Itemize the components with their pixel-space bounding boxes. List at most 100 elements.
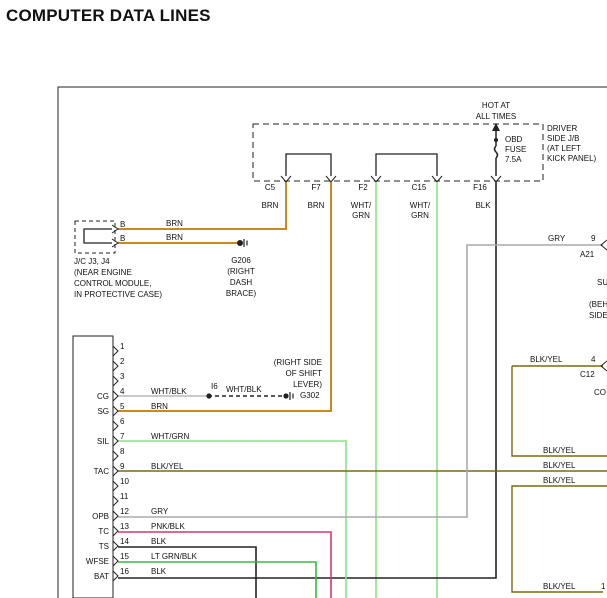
jb-pin-f16: F16 bbox=[473, 183, 487, 192]
dlc-wire-label: BLK/YEL bbox=[151, 462, 184, 471]
jb-pin-c5: C5 bbox=[265, 183, 276, 192]
right-blkyel-2: BLK/YEL bbox=[543, 461, 576, 470]
jc-connector bbox=[74, 220, 116, 254]
jc-pin-b1: B bbox=[120, 220, 125, 229]
dlc-pin-bracket bbox=[112, 450, 119, 462]
dlc-wire-labels: WHT/BLKBRNWHT/GRNBLK/YELGRYPNK/BLKBLKLT … bbox=[151, 387, 198, 576]
jc-label-2: (NEAR ENGINE bbox=[74, 268, 132, 277]
dlc-pin-number: 6 bbox=[120, 417, 125, 426]
right-pin4: 4 bbox=[591, 355, 596, 364]
g302-label-2: OF SHIFT bbox=[286, 369, 323, 378]
dlc-pin-name: OPB bbox=[92, 512, 109, 521]
wire-blk-f16 bbox=[118, 182, 497, 579]
jc-jumper bbox=[83, 228, 112, 244]
jb-label-4: KICK PANEL) bbox=[547, 154, 597, 163]
jc-pin-b2: B bbox=[120, 234, 125, 243]
dlc-pin-bracket bbox=[112, 555, 119, 567]
dlc-pin-number: 5 bbox=[120, 402, 125, 411]
dlc-pin-number: 16 bbox=[120, 567, 129, 576]
g206-label-1: G206 bbox=[231, 256, 251, 265]
g206-label-2: (RIGHT bbox=[227, 267, 255, 276]
dlc-pin-name: TS bbox=[99, 542, 109, 551]
dlc-pin-number: 11 bbox=[120, 492, 129, 501]
dlc-pin-name: TAC bbox=[94, 467, 110, 476]
right-beh-2: SIDE bbox=[589, 311, 607, 320]
dlc-pin-bracket bbox=[112, 405, 119, 417]
jb-pin-c15: C15 bbox=[412, 183, 427, 192]
jc-label-1: J/C J3, J4 bbox=[74, 257, 110, 266]
dlc-pin-bracket bbox=[112, 390, 119, 402]
dlc-wire-label: WHT/GRN bbox=[151, 432, 189, 441]
jc-arrows bbox=[111, 224, 119, 248]
dlc-pin-bracket bbox=[112, 540, 119, 552]
jb-wire-c15-a: WHT/ bbox=[410, 201, 431, 210]
wire-lt-grn-blk-wfse bbox=[118, 561, 317, 598]
dlc-pin-bracket bbox=[112, 465, 119, 477]
dlc-pin-name: SG bbox=[97, 407, 109, 416]
splice-i6-label: I6 bbox=[211, 382, 218, 391]
dlc-wire-label: BLK bbox=[151, 567, 167, 576]
dlc-pin-number: 12 bbox=[120, 507, 129, 516]
dlc-pin-number: 4 bbox=[120, 387, 125, 396]
right-co: CO bbox=[594, 388, 606, 397]
jc-wire-1: BRN bbox=[166, 219, 183, 228]
page-title: COMPUTER DATA LINES bbox=[6, 6, 211, 25]
ground-g302-icon bbox=[283, 392, 294, 400]
right-c12: C12 bbox=[580, 370, 595, 379]
g302-wire: WHT/BLK bbox=[226, 385, 262, 394]
dlc-pin-name: WFSE bbox=[86, 557, 109, 566]
jb-wire-f2-b: GRN bbox=[352, 211, 370, 220]
dlc-wire-label: GRY bbox=[151, 507, 169, 516]
jb-wire-f16: BLK bbox=[475, 201, 491, 210]
g206-label-3: DASH bbox=[230, 278, 252, 287]
dlc-pin-bracket bbox=[112, 570, 119, 582]
wire-wht-grn-sil bbox=[118, 440, 347, 598]
dlc-pin-number: 8 bbox=[120, 447, 125, 456]
wire-brn-f7 bbox=[118, 182, 332, 412]
wire-brn-c5 bbox=[118, 182, 287, 230]
right-conn-4 bbox=[600, 360, 607, 372]
diagram-frame bbox=[57, 86, 607, 598]
g206-label-4: BRACE) bbox=[226, 289, 257, 298]
hot-label-2: ALL TIMES bbox=[476, 112, 516, 121]
dlc-pin-bracket bbox=[112, 525, 119, 537]
dlc-pin-brackets bbox=[112, 345, 119, 582]
dlc-pin-number: 15 bbox=[120, 552, 129, 561]
dlc-pin-bracket bbox=[112, 360, 119, 372]
g302-label-1: (RIGHT SIDE bbox=[274, 358, 322, 367]
jb-wire-c15-b: GRN bbox=[411, 211, 429, 220]
hot-arrow bbox=[492, 123, 500, 131]
jb-label-1: DRIVER bbox=[547, 124, 577, 133]
right-pin1: 1 bbox=[601, 582, 606, 591]
wire-pnk-blk-tc bbox=[118, 531, 332, 598]
wire-blk-yel-right-bot bbox=[511, 485, 607, 593]
dlc-wire-label: BLK bbox=[151, 537, 167, 546]
wire-gry-opb bbox=[118, 244, 603, 518]
right-pin9: 9 bbox=[591, 234, 596, 243]
jb-wire-f7: BRN bbox=[308, 201, 325, 210]
dlc-pin-number: 9 bbox=[120, 462, 125, 471]
jb-pin-f7: F7 bbox=[311, 183, 321, 192]
dlc-pin-bracket bbox=[112, 420, 119, 432]
jb-wire-f2-a: WHT/ bbox=[351, 201, 372, 210]
wire-blk-yel-right-top bbox=[511, 365, 607, 457]
dlc-pin-bracket bbox=[112, 495, 119, 507]
dlc-pin-number: 13 bbox=[120, 522, 129, 531]
jc-label-3: CONTROL MODULE, bbox=[74, 279, 152, 288]
right-blkyel-1: BLK/YEL bbox=[543, 446, 576, 455]
dlc-wire-label: WHT/BLK bbox=[151, 387, 187, 396]
dlc-wire-label: LT GRN/BLK bbox=[151, 552, 198, 561]
jb-label-2: SIDE J/B bbox=[547, 134, 579, 143]
dlc-pin-number: 1 bbox=[120, 342, 125, 351]
dlc-pin-name: SIL bbox=[97, 437, 110, 446]
dlc-wire-label: BRN bbox=[151, 402, 168, 411]
right-conn-9 bbox=[600, 239, 607, 251]
dlc-pin-bracket bbox=[112, 375, 119, 387]
right-blkyel-top: BLK/YEL bbox=[530, 355, 563, 364]
right-blkyel-bottom: BLK/YEL bbox=[543, 582, 576, 591]
jb-label-3: (AT LEFT bbox=[547, 144, 581, 153]
ground-g206-icon bbox=[237, 239, 248, 247]
